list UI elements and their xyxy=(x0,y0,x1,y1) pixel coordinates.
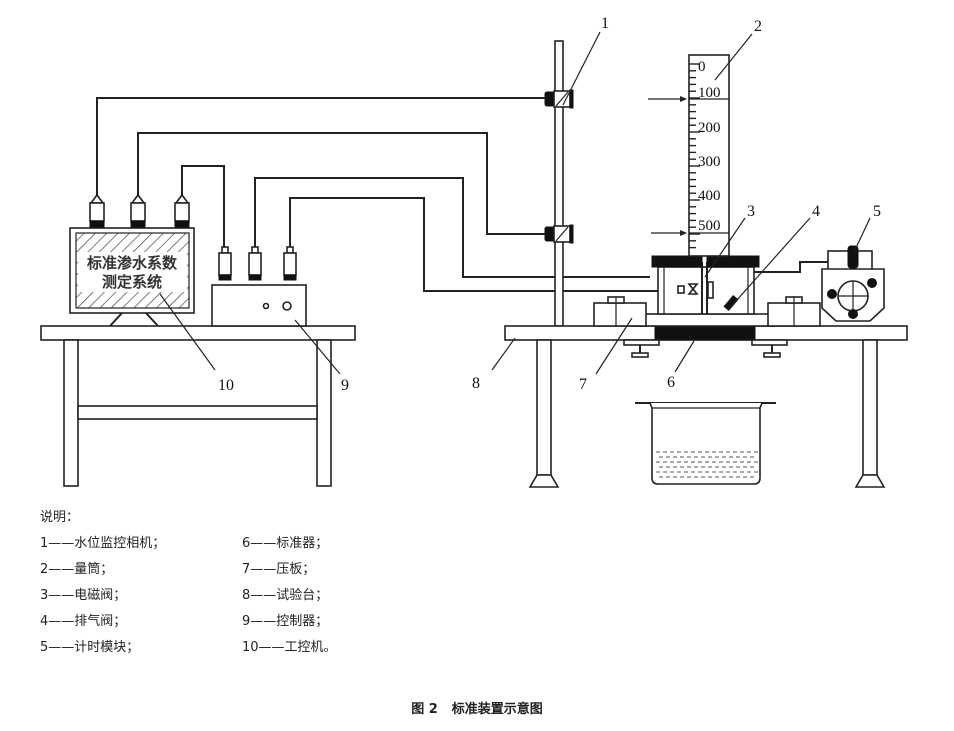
connector-icon xyxy=(283,246,297,281)
water-surface xyxy=(656,451,758,478)
callout-3: 3 xyxy=(747,203,755,220)
legend-row: 2——量筒； 7——压板； xyxy=(40,557,444,583)
legend-num: 8 xyxy=(242,588,251,603)
measuring-cylinder: 0 100 200 300 400 500 xyxy=(648,54,730,257)
controller xyxy=(211,246,307,327)
legend-num: 5 xyxy=(40,640,49,655)
scale-label: 0 xyxy=(698,59,706,75)
scale-ticks xyxy=(689,63,700,249)
specimen-holder xyxy=(651,255,760,315)
callout-numbers: 1 2 3 4 5 6 7 8 9 10 xyxy=(218,15,881,394)
figure-title: 标准装置示意图 xyxy=(451,702,543,717)
legend-item: 10——工控机。 xyxy=(242,635,444,661)
pc-connectors xyxy=(89,193,190,228)
legend-label: 试验台； xyxy=(276,588,329,603)
legend-dash: —— xyxy=(250,614,277,629)
camera-icon xyxy=(544,224,574,244)
camera-icon xyxy=(544,89,574,109)
indicator-light-icon xyxy=(282,301,292,311)
legend-title: 说明： xyxy=(40,510,80,525)
figure-number: 图 2 xyxy=(411,702,438,717)
scale-label: 100 xyxy=(698,85,721,101)
connector-icon xyxy=(89,193,105,228)
legend-label: 量筒； xyxy=(74,562,114,577)
figure-caption: 图 2 标准装置示意图 xyxy=(0,698,954,717)
legend-label: 电磁阀； xyxy=(74,588,127,603)
water-basin xyxy=(635,402,776,485)
callout-5: 5 xyxy=(873,203,881,220)
legend-num: 6 xyxy=(242,536,251,551)
legend-label: 压板； xyxy=(276,562,316,577)
indicator-light-icon xyxy=(262,302,270,310)
valve-icon xyxy=(687,283,699,295)
legend-label: 工控机。 xyxy=(284,640,337,655)
screen-title-line2: 测定系统 xyxy=(102,273,162,291)
legend-dash: —— xyxy=(48,614,75,629)
scale-label: 300 xyxy=(698,154,721,170)
legend-num: 7 xyxy=(242,562,251,577)
timing-module xyxy=(821,245,885,322)
connector-icon xyxy=(130,193,146,228)
legend-num: 4 xyxy=(40,614,49,629)
legend-row: 5——计时模块； 10——工控机。 xyxy=(40,635,444,661)
legend-label: 计时模块； xyxy=(74,640,140,655)
leveling-feet xyxy=(623,339,788,358)
scale-label: 400 xyxy=(698,188,721,204)
legend-dash: —— xyxy=(48,562,75,577)
legend-dash: —— xyxy=(48,536,75,551)
camera-stand xyxy=(544,40,574,327)
legend-item: 2——量筒； xyxy=(40,557,242,583)
legend-item: 4——排气阀； xyxy=(40,609,242,635)
left-table xyxy=(40,325,356,487)
legend-item: 7——压板； xyxy=(242,557,444,583)
callout-8: 8 xyxy=(472,375,480,392)
legend-item: 9——控制器； xyxy=(242,609,444,635)
legend-item: 5——计时模块； xyxy=(40,635,242,661)
screen-title-line1: 标准渗水系数 xyxy=(86,254,178,272)
connector-icon xyxy=(174,193,190,228)
connector-icon xyxy=(218,246,232,281)
legend-item: 3——电磁阀； xyxy=(40,583,242,609)
scale-label: 200 xyxy=(698,120,721,136)
callout-4: 4 xyxy=(812,203,820,220)
legend-num: 3 xyxy=(40,588,49,603)
legend-row: 3——电磁阀； 8——试验台； xyxy=(40,583,444,609)
legend-num: 10 xyxy=(242,640,259,655)
industrial-pc: 标准渗水系数 测定系统 xyxy=(69,227,195,327)
legend-label: 水位监控相机； xyxy=(74,536,166,551)
legend-item: 8——试验台； xyxy=(242,583,444,609)
solenoid-valve-icon xyxy=(677,285,685,294)
legend-num: 1 xyxy=(40,536,49,551)
pressure-plate xyxy=(593,296,821,327)
legend-label: 标准器； xyxy=(276,536,329,551)
legend-num: 2 xyxy=(40,562,49,577)
callout-leaders xyxy=(159,31,871,375)
legend: 说明： 1——水位监控相机； 6——标准器； 2——量筒； 7——压板； 3——… xyxy=(40,505,444,661)
legend-label: 控制器； xyxy=(276,614,329,629)
callout-2: 2 xyxy=(754,18,762,35)
scale-label: 500 xyxy=(698,218,721,234)
callout-1: 1 xyxy=(601,15,609,32)
legend-dash: —— xyxy=(48,640,75,655)
callout-7: 7 xyxy=(579,376,587,393)
legend-dash: —— xyxy=(258,640,285,655)
arrow-icon xyxy=(648,96,687,102)
legend-row: 1——水位监控相机； 6——标准器； xyxy=(40,531,444,557)
callout-6: 6 xyxy=(667,374,675,391)
legend-row: 4——排气阀； 9——控制器； xyxy=(40,609,444,635)
legend-dash: —— xyxy=(48,588,75,603)
cables xyxy=(96,97,828,292)
legend-num: 9 xyxy=(242,614,251,629)
legend-label: 排气阀； xyxy=(74,614,127,629)
apparatus-diagram: 标准渗水系数 测定系统 xyxy=(40,15,908,488)
legend-item: 1——水位监控相机； xyxy=(40,531,242,557)
callout-10: 10 xyxy=(218,377,234,394)
legend-dash: —— xyxy=(250,536,277,551)
legend-dash: —— xyxy=(250,588,277,603)
legend-dash: —— xyxy=(250,562,277,577)
connector-icon xyxy=(248,246,262,281)
legend-item: 6——标准器； xyxy=(242,531,444,557)
arrow-icon xyxy=(651,230,687,236)
callout-9: 9 xyxy=(341,377,349,394)
